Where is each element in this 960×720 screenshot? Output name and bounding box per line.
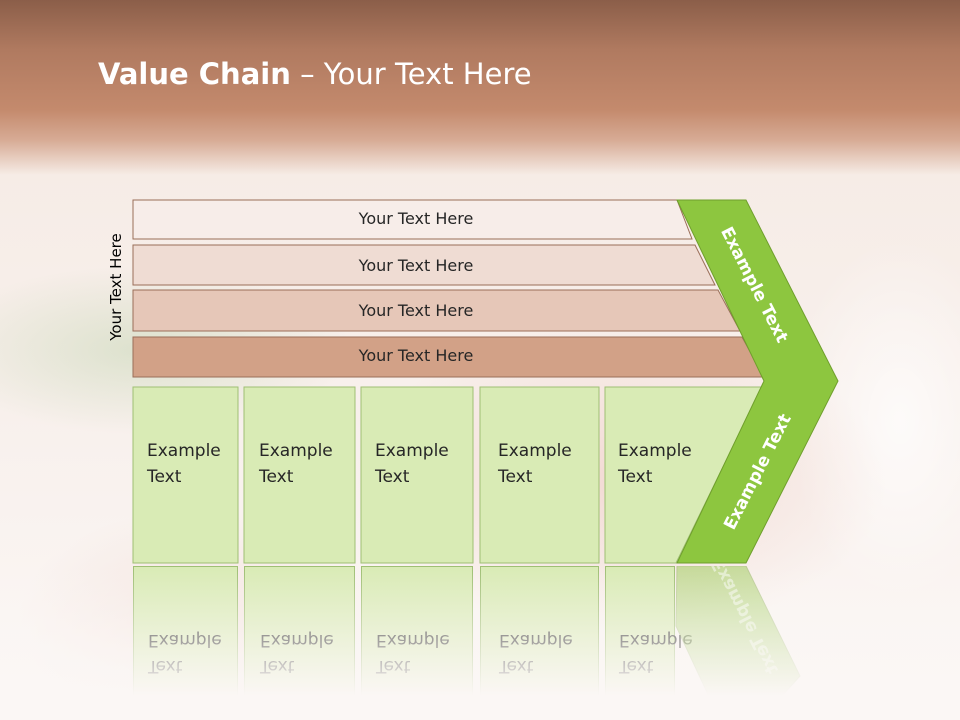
title-rest: – Your Text Here: [290, 57, 532, 91]
activity-box-5: [604, 386, 763, 564]
box-3-line2: Text: [375, 467, 410, 487]
activity-box-3: [360, 386, 474, 564]
bar-4-label: Your Text Here: [358, 346, 474, 365]
reflection-fade: [0, 566, 960, 720]
box-1-line1: Example: [147, 441, 221, 461]
box-2-line1: Example: [259, 441, 333, 461]
bar-2-label: Your Text Here: [358, 256, 474, 275]
chevron-arrow: [676, 199, 839, 564]
box-2-line2: Text: [259, 467, 294, 487]
title-banner: [0, 0, 960, 175]
box-4-line1: Example: [498, 441, 572, 461]
bar-1-label: Your Text Here: [358, 209, 474, 228]
slide-title: Value Chain – Your Text Here: [98, 52, 532, 96]
box-5-line2: Text: [618, 467, 653, 487]
bar-3-label: Your Text Here: [358, 301, 474, 320]
box-3-line1: Example: [375, 441, 449, 461]
activity-box-2: [243, 386, 356, 564]
activity-box-1: [132, 386, 239, 564]
bar-2: [132, 244, 716, 286]
box-4-line2: Text: [498, 467, 533, 487]
bar-1: [132, 199, 693, 240]
box-5-line1: Example: [618, 441, 692, 461]
title-bold: Value Chain: [98, 57, 291, 91]
activity-box-4: [479, 386, 600, 564]
box-1-line2: Text: [147, 467, 182, 487]
